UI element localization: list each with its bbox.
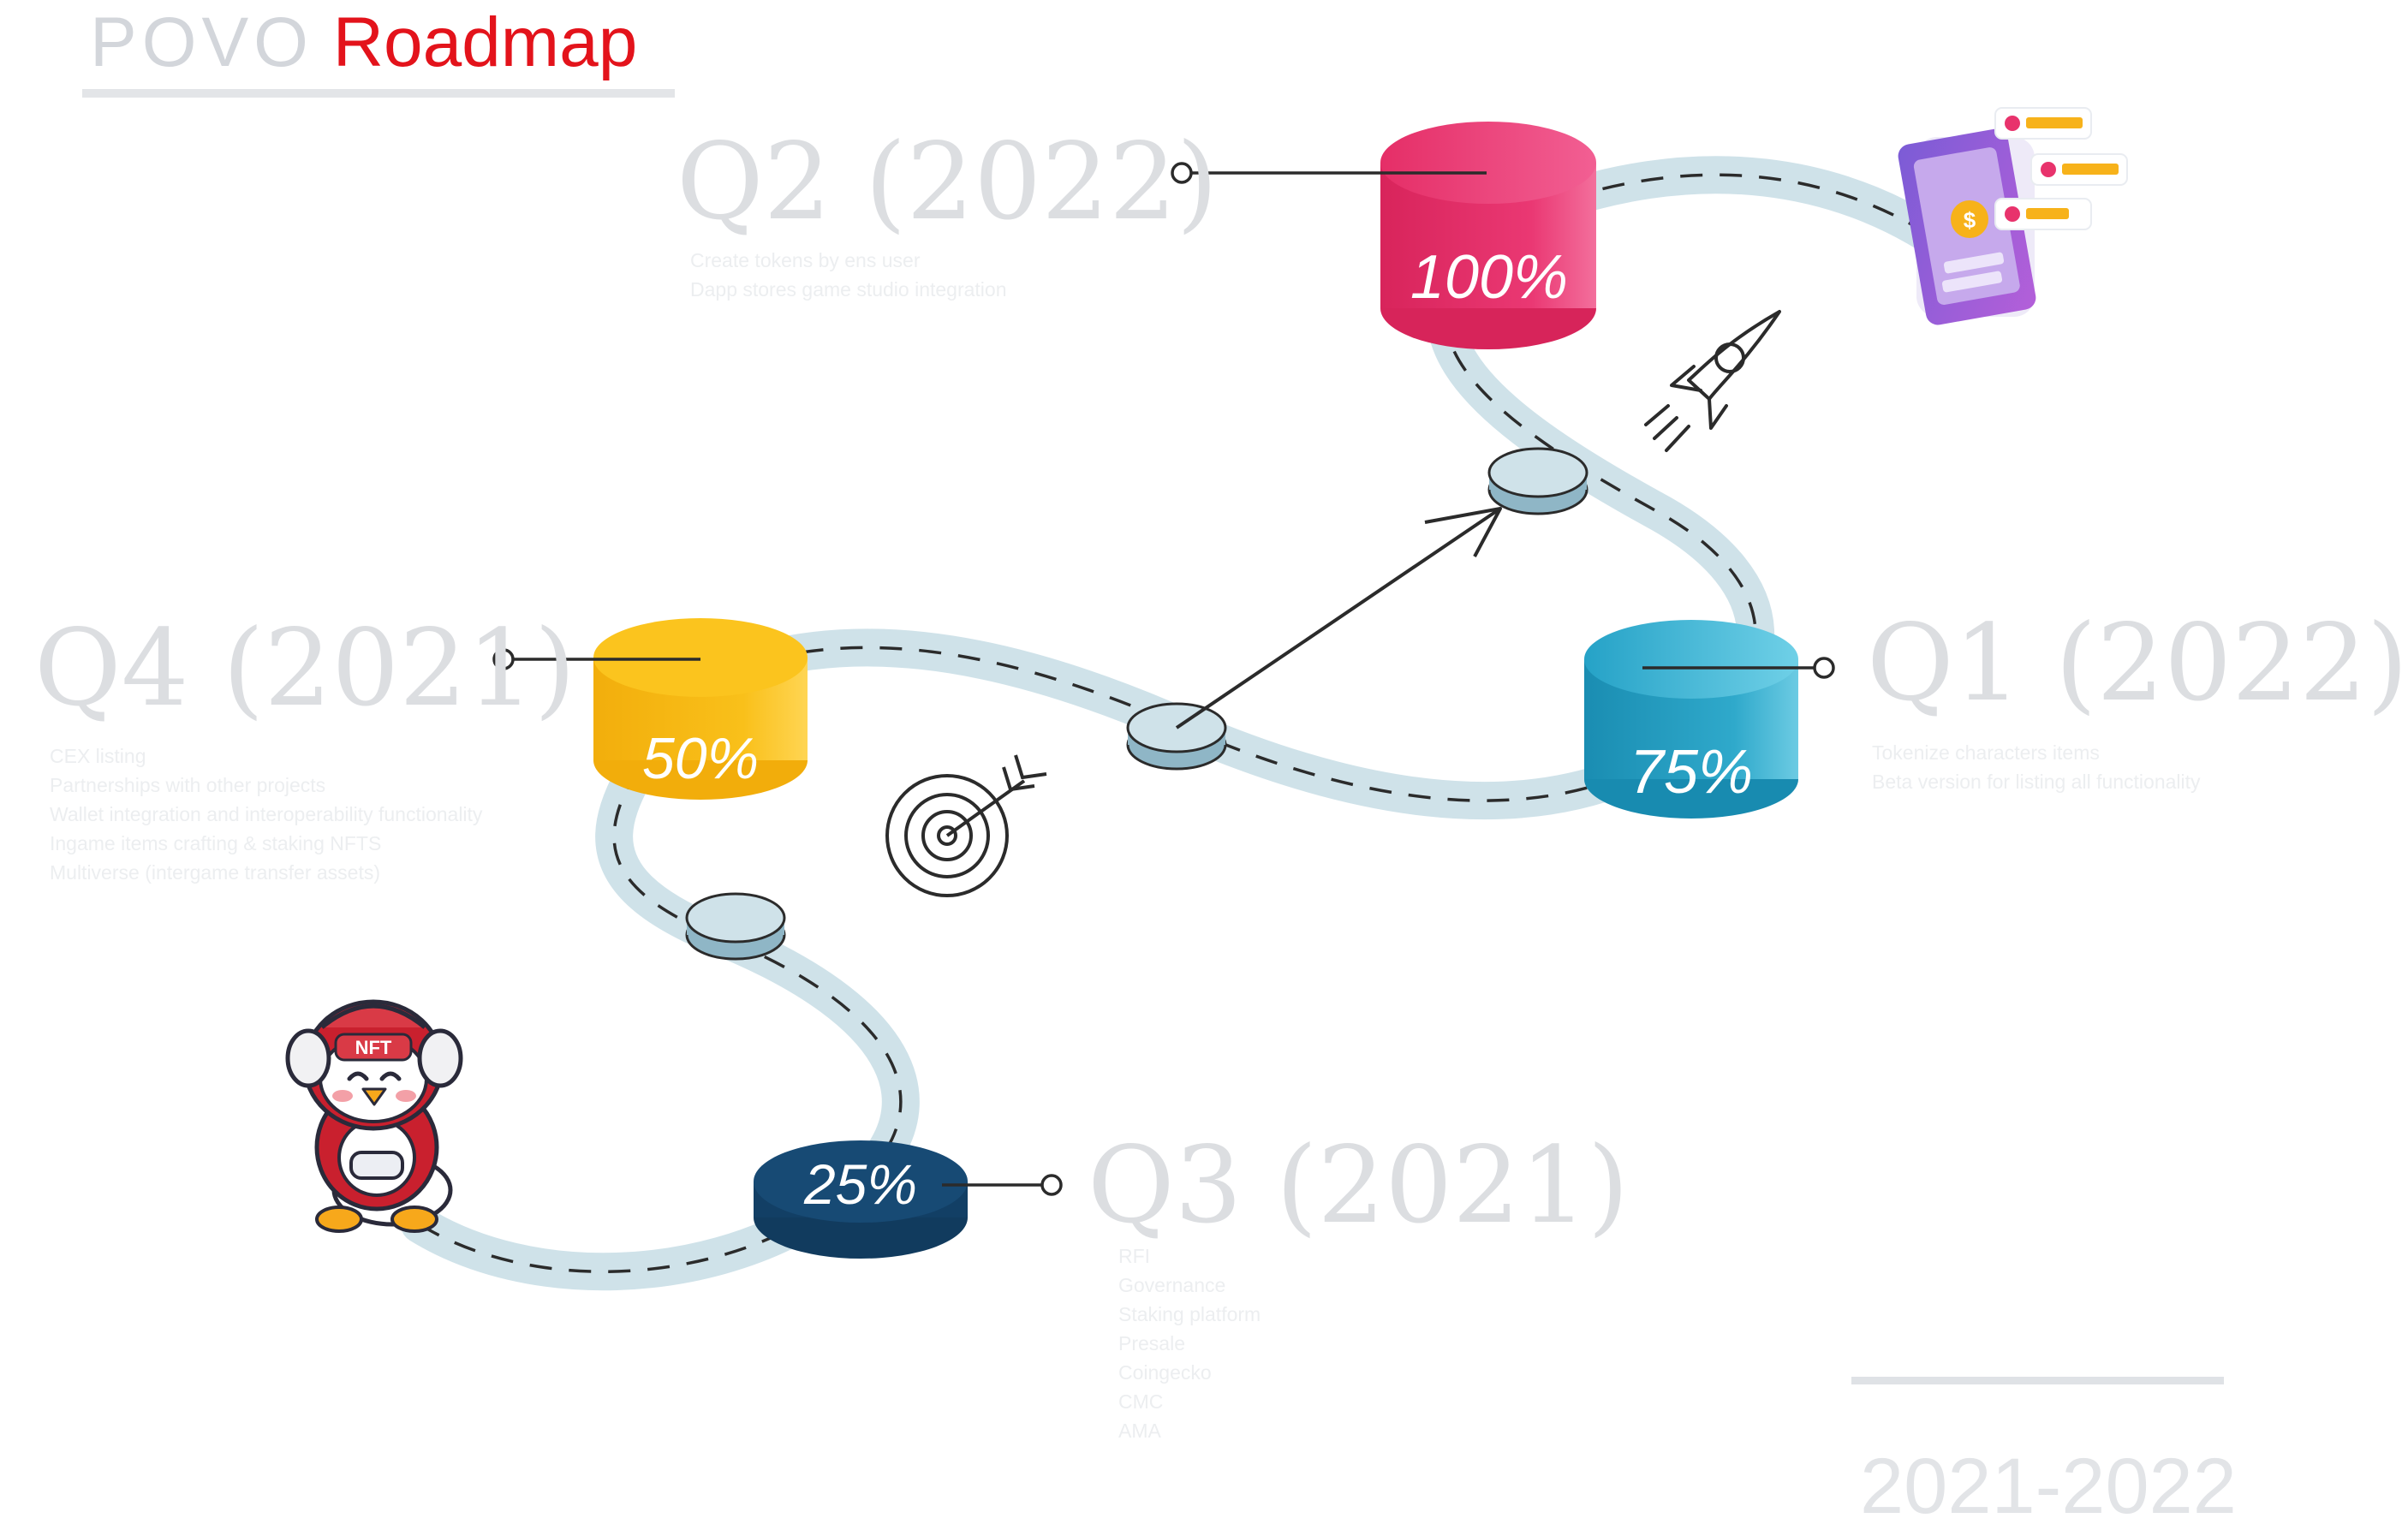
- connector-q2-2022: [1171, 162, 1487, 184]
- penguin-gamer-mascot-icon: NFT: [285, 999, 463, 1233]
- list-item: Multiverse (intergame transfer assets): [50, 861, 381, 884]
- progress-arrow: [1175, 507, 1502, 729]
- milestone-list-q2-2022: Create tokens by ens user Dapp stores ga…: [690, 246, 1007, 304]
- quarter-label-q3-2021: Q3 (2021): [1088, 1124, 1630, 1247]
- cylinder-q3-2021: [754, 1140, 968, 1259]
- percent-q2-2022: 100%: [1410, 243, 1569, 312]
- list-item: Wallet integration and interoperability …: [50, 803, 483, 825]
- list-item: Staking platform: [1118, 1303, 1261, 1325]
- list-item: CEX listing: [50, 745, 146, 767]
- milestone-list-q3-2021: RFI Governance Staking platform Presale …: [1118, 1241, 1261, 1445]
- target-icon: [885, 754, 1047, 897]
- cylinder-q4-2021: [593, 618, 808, 800]
- rocket-icon: [1644, 310, 1781, 452]
- waypoint-disc: [1126, 702, 1227, 771]
- list-item: AMA: [1118, 1420, 1161, 1442]
- list-item: Coingecko: [1118, 1361, 1212, 1384]
- year-range-divider: [1851, 1377, 2224, 1384]
- list-item: Beta version for listing all functionali…: [1872, 771, 2201, 793]
- title-brand: POVO: [90, 3, 313, 81]
- list-item: Create tokens by ens user: [690, 249, 921, 271]
- list-item: CMC: [1118, 1390, 1164, 1413]
- year-range: 2021-2022: [1860, 1443, 2237, 1530]
- quarter-label-q4-2021: Q4 (2021): [34, 607, 576, 730]
- title-word: Roadmap: [332, 3, 638, 81]
- cylinder-q2-2022: [1380, 122, 1596, 349]
- list-item: Tokenize characters items: [1872, 741, 2100, 764]
- phone-review-icon: $: [1898, 107, 2128, 325]
- milestone-list-q4-2021: CEX listing Partnerships with other proj…: [50, 741, 482, 887]
- cylinder-q1-2022: [1584, 620, 1798, 819]
- waypoint-disc: [685, 892, 786, 961]
- percent-q4-2021: 50%: [641, 726, 760, 791]
- title-underline: [82, 89, 675, 98]
- quarter-label-q2-2022: Q2 (2022): [677, 121, 1219, 244]
- connector-q4-2021: [492, 648, 700, 670]
- list-item: Dapp stores game studio integration: [690, 278, 1007, 301]
- page-title: POVO Roadmap: [90, 0, 637, 86]
- quarter-label-q1-2022: Q1 (2022): [1867, 602, 2408, 725]
- list-item: RFI: [1118, 1245, 1151, 1267]
- list-item: Ingame items crafting & staking NFTS: [50, 832, 382, 854]
- list-item: Governance: [1118, 1274, 1226, 1296]
- connector-q1-2022: [1642, 657, 1835, 679]
- mascot-badge: NFT: [355, 1037, 392, 1058]
- connector-q3-2021: [942, 1174, 1063, 1196]
- roadmap-diagram: $ NFT: [285, 107, 2128, 1291]
- percent-q3-2021: 25%: [803, 1152, 918, 1216]
- percent-q1-2022: 75%: [1629, 738, 1754, 807]
- svg-text:$: $: [1964, 207, 1976, 233]
- list-item: Partnerships with other projects: [50, 774, 326, 796]
- roadmap-infographic: $ NFT: [34, 0, 2408, 1530]
- list-item: Presale: [1118, 1332, 1185, 1354]
- milestone-list-q1-2022: Tokenize characters items Beta version f…: [1872, 738, 2201, 796]
- waypoint-disc: [1487, 447, 1588, 515]
